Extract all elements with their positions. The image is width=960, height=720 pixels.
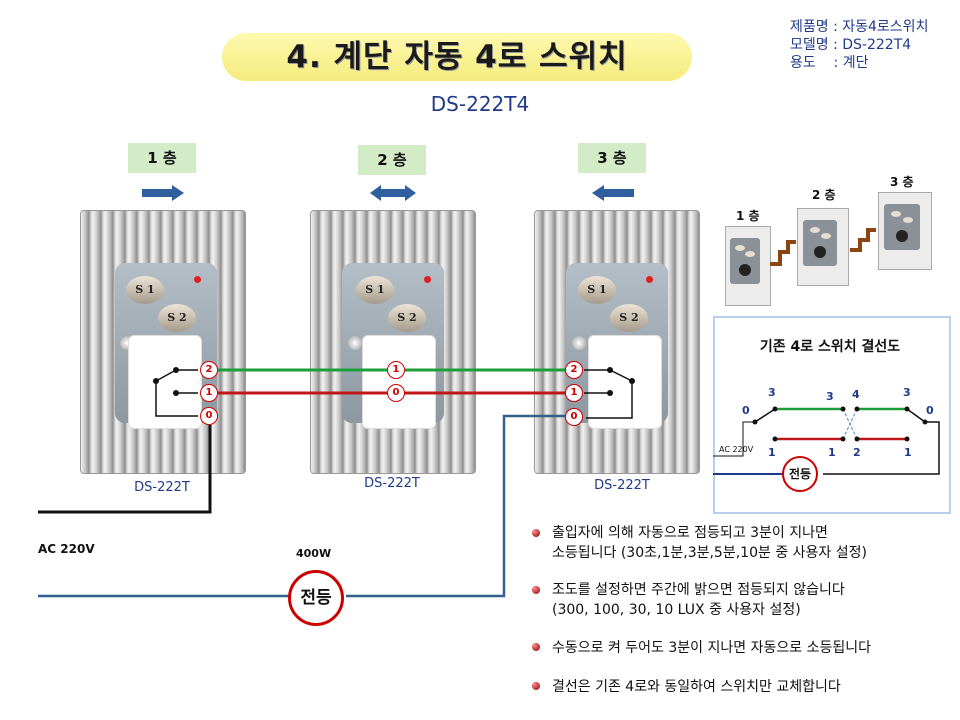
feature-auto-off: 출입자에 의해 자동으로 점등되고 3분이 지나면 소등됩니다 (30초,1분,… <box>552 525 867 561</box>
s1-button-2[interactable]: S 1 <box>356 276 394 304</box>
s2-button-3[interactable]: S 2 <box>610 304 648 332</box>
wiring-sticker-2 <box>362 335 436 429</box>
sensor-lens-2 <box>348 336 362 350</box>
model-label-2: DS-222T <box>364 476 420 491</box>
feature-lux: 조도를 설정하면 주간에 밝으면 점등되지 않습니다 (300, 100, 30… <box>552 582 845 618</box>
floor-label-1: 1 층 <box>128 143 196 173</box>
wire-ac-black <box>38 425 212 514</box>
feature-manual-off: 수동으로 켜 두어도 3분이 지나면 자동으로 소등됩니다 <box>552 640 871 656</box>
s2-button-2[interactable]: S 2 <box>388 304 426 332</box>
arrow-both-icon <box>370 185 416 201</box>
led-indicator-2 <box>424 276 431 283</box>
legacy-label-top-2: 3 <box>826 390 834 403</box>
legacy-label-side-right: 0 <box>926 404 934 417</box>
legacy-label-bottom-3: 2 <box>853 446 861 459</box>
mini-floor-1: 1 층 <box>736 209 760 223</box>
terminal-s3-1: 1 <box>565 384 583 402</box>
arrow-left-icon <box>592 185 634 201</box>
bullet-icon <box>532 529 540 537</box>
legacy-lamp-circle: 전등 <box>782 456 818 492</box>
legacy-label-side-left: 0 <box>742 404 750 417</box>
terminal-s2-0: 0 <box>387 384 405 402</box>
info-model: 모델명 : DS-222T4 <box>790 37 912 53</box>
model-label-1: DS-222T <box>134 480 190 495</box>
terminal-s1-2: 2 <box>200 361 218 379</box>
terminal-s1-0: 0 <box>200 407 218 425</box>
title-banner <box>222 33 692 81</box>
page-title: 4. 계단 자동 4로 스위치 <box>286 39 628 75</box>
ac-power-label: AC 220V <box>38 542 95 556</box>
terminal-s2-1: 1 <box>387 361 405 379</box>
legacy-diagram-title: 기존 4로 스위치 결선도 <box>759 339 901 355</box>
info-product: 제품명 : 자동4로스위치 <box>790 19 929 35</box>
terminal-s3-2: 2 <box>565 361 583 379</box>
floor-label-3: 3 층 <box>578 143 646 173</box>
s1-button-3[interactable]: S 1 <box>578 276 616 304</box>
mini-wiring <box>730 204 920 284</box>
mini-floor-2: 2 층 <box>812 188 836 202</box>
arrow-right-icon <box>142 185 184 201</box>
sensor-lens-3 <box>572 336 586 350</box>
wiring-sticker-3 <box>588 335 662 429</box>
bullet-icon <box>532 643 540 651</box>
s2-button-1[interactable]: S 2 <box>158 304 196 332</box>
floor-label-2: 2 층 <box>358 145 426 175</box>
legacy-label-bottom-2: 1 <box>828 446 836 459</box>
wiring-sticker-1 <box>128 335 202 429</box>
led-indicator-1 <box>194 276 201 283</box>
terminal-s1-1: 1 <box>200 384 218 402</box>
feature-replace: 결선은 기존 4로와 동일하여 스위치만 교체합니다 <box>552 679 841 695</box>
lamp-circle: 전등 <box>288 570 344 626</box>
model-subtitle: DS-222T4 <box>430 92 530 116</box>
model-label-3: DS-222T <box>594 478 650 493</box>
wire-lamp-right <box>346 414 566 598</box>
legacy-label-top-4: 3 <box>903 386 911 399</box>
legacy-label-top-3: 4 <box>852 388 860 401</box>
legacy-wiring-svg <box>713 406 940 475</box>
legacy-label-top-1: 3 <box>768 386 776 399</box>
legacy-label-bottom-4: 1 <box>904 446 912 459</box>
legacy-ac-label: AC 220V <box>719 445 754 454</box>
lamp-wattage: 400W <box>296 547 332 560</box>
bullet-icon <box>532 682 540 690</box>
legacy-label-bottom-1: 1 <box>768 446 776 459</box>
led-indicator-3 <box>646 276 653 283</box>
legacy-wiring-box <box>713 316 951 514</box>
s1-button-1[interactable]: S 1 <box>126 276 164 304</box>
mini-floor-3: 3 층 <box>890 175 914 189</box>
switch-3-internal-wiring <box>584 369 633 419</box>
bullet-icon <box>532 586 540 594</box>
switch-1-internal-wiring <box>155 369 198 417</box>
info-usage: 용도 : 계단 <box>790 55 869 71</box>
terminal-s3-0: 0 <box>565 408 583 426</box>
